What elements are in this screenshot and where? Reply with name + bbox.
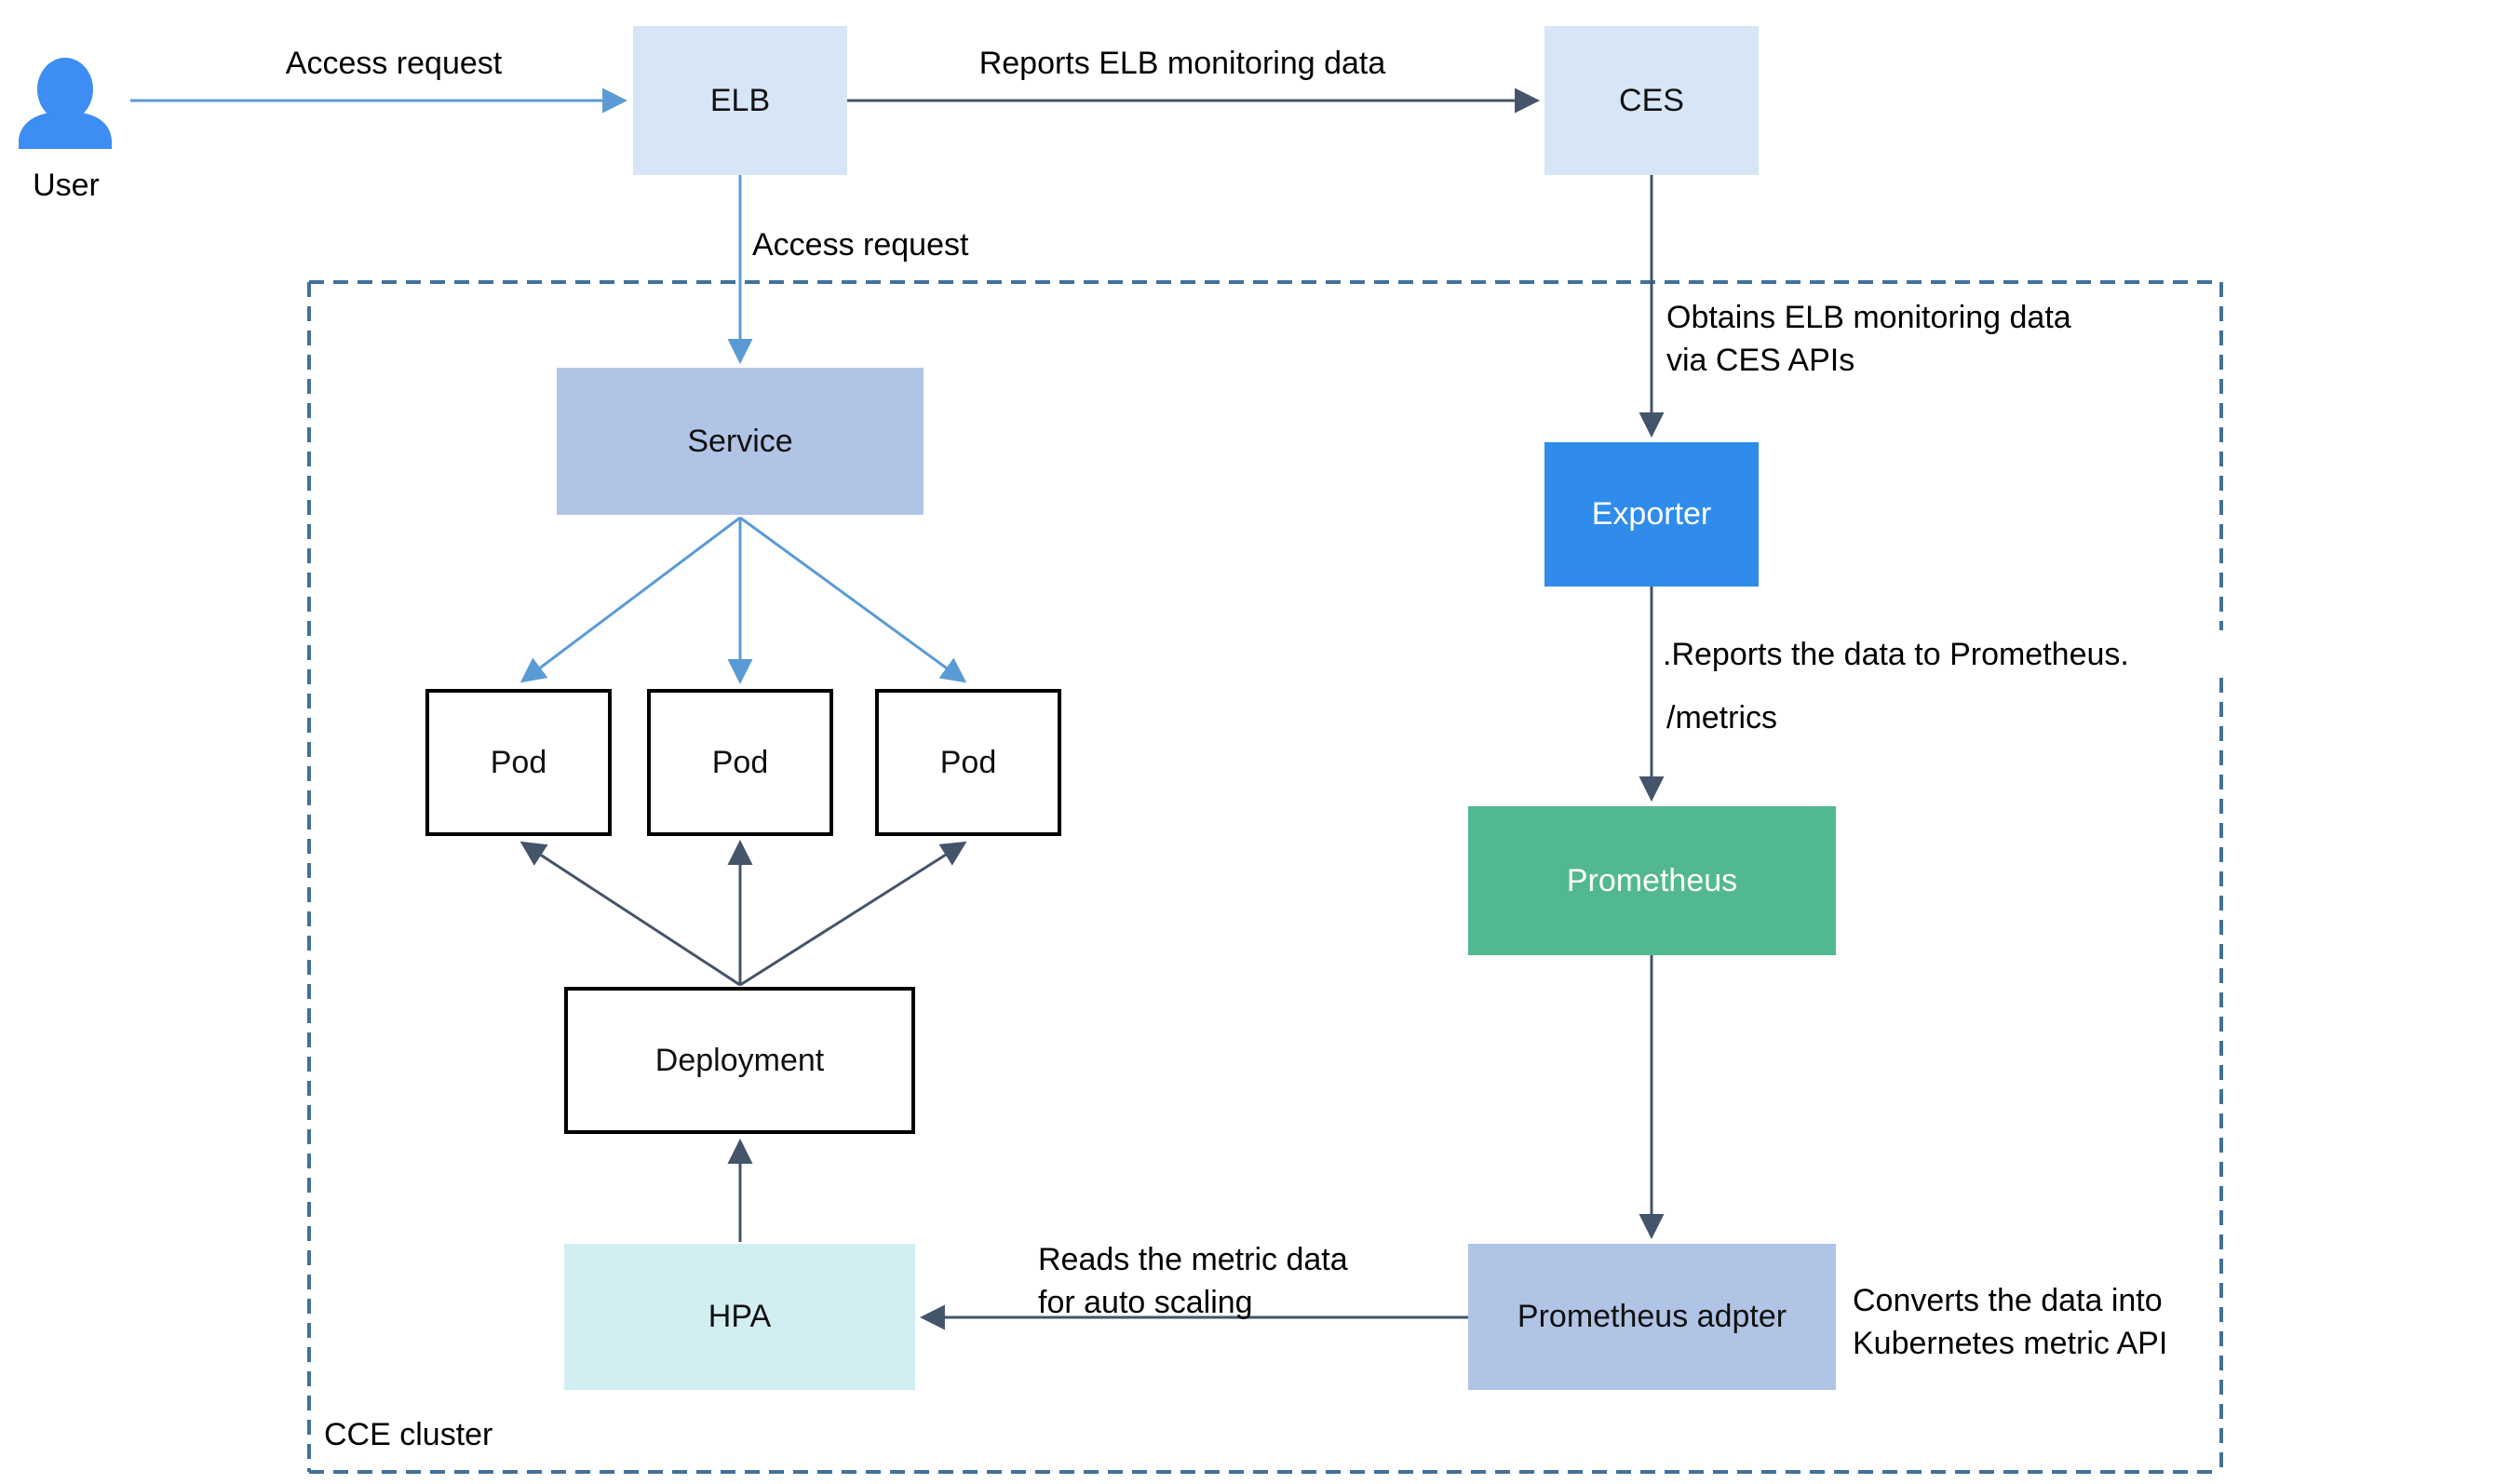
pod3-node: Pod bbox=[875, 689, 1061, 836]
converts-data-label-line1: Converts the data into bbox=[1853, 1283, 2163, 1318]
elb-node: ELB bbox=[633, 26, 847, 175]
arrow-deployment-to-pod1 bbox=[519, 841, 741, 987]
cce-cluster-border bbox=[307, 280, 2223, 1474]
arrow-service-to-pod3 bbox=[739, 516, 967, 683]
hpa-node: HPA bbox=[564, 1244, 915, 1390]
pod1-node: Pod bbox=[425, 689, 612, 836]
user-person-icon bbox=[19, 58, 112, 149]
pod2-label: Pod bbox=[711, 744, 769, 780]
arrow-deployment-to-pod3 bbox=[739, 841, 967, 987]
elb-label: ELB bbox=[709, 82, 771, 118]
ces-node: CES bbox=[1544, 26, 1759, 175]
access-request-top-label: Access request bbox=[285, 46, 503, 81]
prometheus-label: Prometheus bbox=[1566, 862, 1738, 898]
deployment-node: Deployment bbox=[564, 987, 915, 1134]
reads-metric-data-label-line1: Reads the metric data bbox=[1038, 1242, 1348, 1277]
ces-label: CES bbox=[1619, 82, 1684, 118]
pod2-node: Pod bbox=[647, 689, 833, 836]
reports-to-prometheus-label: .Reports the data to Prometheus. bbox=[1663, 637, 2129, 672]
service-node: Service bbox=[557, 368, 924, 515]
prometheus-node: Prometheus bbox=[1468, 806, 1836, 955]
reads-metric-data-label-line2: for auto scaling bbox=[1038, 1285, 1253, 1320]
prometheus-adapter-label: Prometheus adpter bbox=[1517, 1299, 1787, 1334]
arrow-service-to-pod1 bbox=[519, 516, 741, 683]
exporter-node: Exporter bbox=[1544, 442, 1759, 587]
service-label: Service bbox=[687, 423, 793, 459]
hpa-label: HPA bbox=[708, 1299, 772, 1334]
pod3-label: Pod bbox=[939, 744, 997, 780]
metrics-endpoint-label: /metrics bbox=[1666, 700, 1777, 735]
access-request-cluster-label: Access request bbox=[752, 227, 969, 263]
obtains-elb-data-label-line1: Obtains ELB monitoring data bbox=[1666, 300, 2071, 335]
cce-cluster-label: CCE cluster bbox=[324, 1417, 493, 1452]
pod1-label: Pod bbox=[490, 744, 547, 780]
prometheus-adapter-node: Prometheus adpter bbox=[1468, 1244, 1836, 1390]
user-label: User bbox=[33, 168, 100, 203]
converts-data-label-line2: Kubernetes metric API bbox=[1853, 1326, 2168, 1361]
deployment-label: Deployment bbox=[654, 1042, 825, 1078]
exporter-label: Exporter bbox=[1591, 496, 1712, 532]
obtains-elb-data-label-line2: via CES APIs bbox=[1666, 343, 1855, 378]
reports-elb-monitoring-label: Reports ELB monitoring data bbox=[978, 46, 1386, 81]
